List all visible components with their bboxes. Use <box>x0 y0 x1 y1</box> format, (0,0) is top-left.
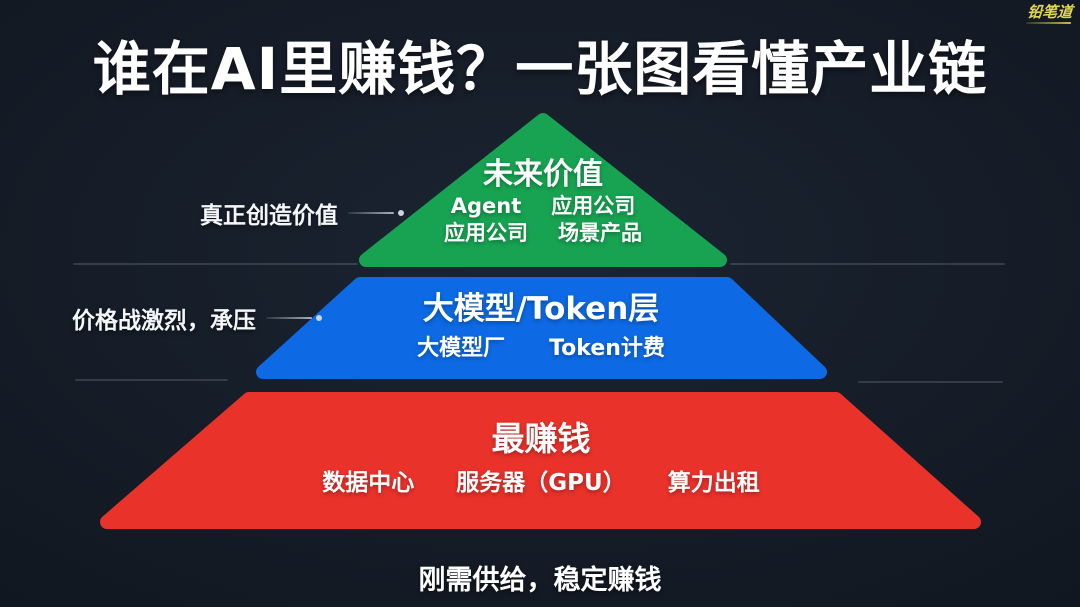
annotation-tier2-connector-line <box>266 317 312 319</box>
tier2-boundary-line-right <box>858 381 1003 383</box>
tier1-item: Agent <box>450 194 522 218</box>
tier2-boundary-line-left <box>75 379 228 381</box>
tier2-item: 大模型厂 <box>417 336 506 361</box>
tier1-row-2: 应用公司 场景产品 <box>444 220 642 247</box>
pyramid-tier3-red-trapezoid <box>100 392 981 529</box>
tier3-row-1: 数据中心 服务器（GPU） 算力出租 <box>322 468 759 498</box>
page-title: 谁在AI里赚钱？一张图看懂产业链 <box>92 35 988 103</box>
tier1-row-1: Agent 应用公司 <box>451 193 636 220</box>
pyramid-tier2-blue-trapezoid <box>256 277 827 379</box>
tier1-label-block: 未来价值 Agent 应用公司 应用公司 场景产品 <box>393 157 693 247</box>
tier3-item: 算力出租 <box>667 470 760 496</box>
tier3-title: 最赚钱 <box>491 419 591 458</box>
tier1-item: 应用公司 <box>551 194 636 218</box>
annotation-tier2-label: 价格战激烈，承压 <box>72 308 256 334</box>
tier1-boundary-line-right <box>730 263 1005 265</box>
tier2-row-1: 大模型厂 Token计费 <box>417 335 665 363</box>
tier1-item: 应用公司 <box>444 221 528 245</box>
tier1-boundary-line-left <box>73 263 358 265</box>
tier2-item: Token计费 <box>549 336 665 361</box>
tier2-label-block: 大模型/Token层 大模型厂 Token计费 <box>341 289 741 363</box>
annotation-tier2-connector-dot <box>316 315 322 321</box>
tier3-label-block: 最赚钱 数据中心 服务器（GPU） 算力出租 <box>291 418 791 498</box>
bottom-caption: 刚需供给，稳定赚钱 <box>418 565 662 596</box>
tier3-item: 服务器（GPU） <box>456 470 626 496</box>
tier3-item: 数据中心 <box>322 470 415 496</box>
annotation-tier2: 价格战激烈，承压 <box>72 301 322 335</box>
tier2-title: 大模型/Token层 <box>422 291 660 327</box>
annotation-tier1-label: 真正创造价值 <box>200 203 338 229</box>
tier1-title: 未来价值 <box>483 157 603 192</box>
pyramid-tier1-green-triangle <box>359 113 727 267</box>
annotation-tier1-connector-dot <box>398 210 404 216</box>
tier1-item: 场景产品 <box>558 221 642 245</box>
annotation-tier1: 真正创造价值 <box>200 196 404 230</box>
annotation-tier1-connector-line <box>348 212 394 214</box>
